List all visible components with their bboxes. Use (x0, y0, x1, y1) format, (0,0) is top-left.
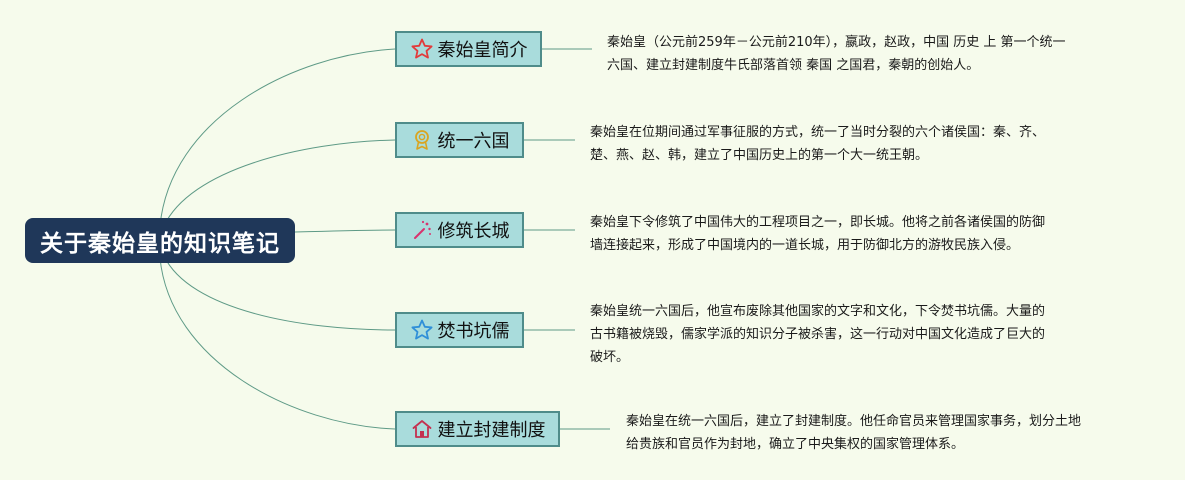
branch-node-burning[interactable]: 焚书坑儒 (395, 312, 524, 348)
root-topic-title: 关于秦始皇的知识笔记 (40, 230, 280, 257)
note-line: 秦始皇在统一六国后，建立了封建制度。他任命官员来管理国家事务，划分土地 (626, 414, 1082, 429)
award-medal-icon (410, 128, 434, 152)
branch-label-unify: 统一六国 (437, 131, 510, 152)
note-unify: 秦始皇在位期间通过军事征服的方式，统一了当时分裂的六个诸侯国：秦、齐、 楚、燕、… (590, 121, 1045, 167)
branch-label-intro: 秦始皇简介 (437, 40, 528, 61)
branch-node-intro[interactable]: 秦始皇简介 (395, 31, 542, 67)
note-feudal: 秦始皇在统一六国后，建立了封建制度。他任命官员来管理国家事务，划分土地 给贵族和… (626, 410, 1081, 456)
note-line: 给贵族和官员作为封地，确立了中央集权的国家管理体系。 (626, 437, 965, 452)
connector-branch-4 (163, 255, 396, 331)
note-line: 破坏。 (590, 350, 630, 365)
note-line: 秦始皇下令修筑了中国伟大的工程项目之一，即长城。他将之前各诸侯国的防御 (590, 215, 1046, 230)
note-wall: 秦始皇下令修筑了中国伟大的工程项目之一，即长城。他将之前各诸侯国的防御 墙连接起… (590, 211, 1045, 257)
note-line: 秦始皇在位期间通过军事征服的方式，统一了当时分裂的六个诸侯国：秦、齐、 (590, 125, 1046, 140)
note-burning: 秦始皇统一六国后，他宣布废除其他国家的文字和文化，下令焚书坑儒。大量的 古书籍被… (590, 300, 1045, 369)
note-line: 六国、建立封建制度牛氏部落首领 秦国 之国君，秦朝的创始人。 (607, 58, 980, 73)
branch-label-feudal: 建立封建制度 (437, 420, 546, 441)
branch-node-feudal[interactable]: 建立封建制度 (395, 411, 560, 447)
branch-label-wall: 修筑长城 (437, 221, 510, 242)
note-line: 古书籍被烧毁，儒家学派的知识分子被杀害，这一行动对中国文化造成了巨大的 (590, 327, 1046, 342)
note-intro: 秦始皇（公元前259年－公元前210年），嬴政，赵政，中国 历史 上 第一个统一… (607, 31, 1066, 77)
star-outline-blue-icon (410, 318, 434, 342)
star-outline-red-icon (410, 37, 434, 61)
root-topic[interactable]: 关于秦始皇的知识笔记 (25, 218, 295, 263)
branch-node-unify[interactable]: 统一六国 (395, 122, 524, 158)
connector-branch-1 (159, 48, 396, 227)
branch-label-burning: 焚书坑儒 (437, 321, 510, 342)
connector-branch-5 (159, 257, 396, 430)
connector-branch-2 (163, 139, 396, 227)
branch-node-wall[interactable]: 修筑长城 (395, 212, 524, 248)
note-line: 墙连接起来，形成了中国境内的一道长城，用于防御北方的游牧民族入侵。 (590, 238, 1020, 253)
sparkle-wand-icon (410, 218, 434, 242)
note-line: 秦始皇统一六国后，他宣布废除其他国家的文字和文化，下令焚书坑儒。大量的 (590, 304, 1046, 319)
connector-branch-3 (294, 229, 396, 233)
house-icon (410, 417, 434, 441)
note-line: 楚、燕、赵、韩，建立了中国历史上的第一个大一统王朝。 (590, 148, 929, 163)
note-line: 秦始皇（公元前259年－公元前210年），嬴政，赵政，中国 历史 上 第一个统一 (607, 35, 1066, 50)
